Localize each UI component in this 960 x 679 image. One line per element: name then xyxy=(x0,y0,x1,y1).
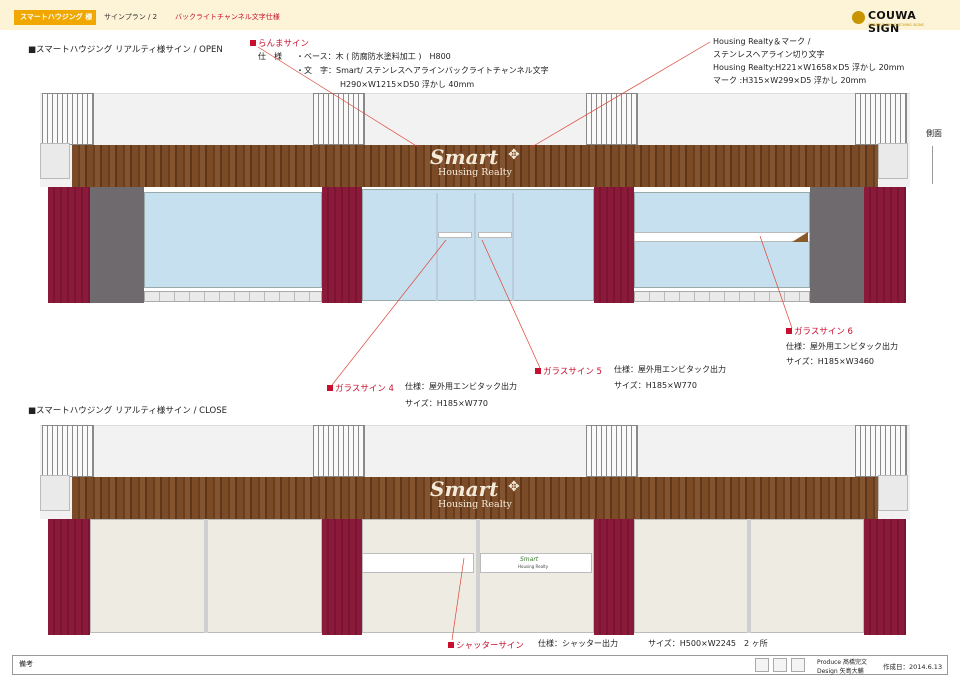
burgundy-column xyxy=(864,187,906,303)
close-facade: Smart Housing Realty Smart ✥ Housing Rea… xyxy=(40,425,910,635)
open-section-title: ■スマートハウジング リアルティ様サイン / OPEN xyxy=(28,45,223,55)
glass-sign-6 xyxy=(634,232,810,242)
glass-sign-4-label: ガラスサイン 4 xyxy=(327,382,394,394)
glass-sign-4-spec: 仕様：屋外用エンビタック出力 xyxy=(405,382,517,391)
shutter-sign-label: シャッターサイン xyxy=(448,639,524,651)
shutter-sign xyxy=(480,553,592,573)
burgundy-column xyxy=(48,519,90,635)
shutter-sign-housing: Housing Realty xyxy=(518,564,549,569)
leader-line xyxy=(759,235,793,329)
glass-sign-5-label: ガラスサイン 5 xyxy=(535,365,602,377)
burgundy-column xyxy=(48,187,90,303)
close-section-title: ■スマートハウジング リアルティ様サイン / CLOSE xyxy=(28,406,227,416)
created-date: 作成日：2014.6.13 xyxy=(883,663,943,671)
window-base xyxy=(634,291,810,302)
ranma-wood-panel xyxy=(72,145,878,187)
ranma-spec-text: ・文 字：Smart/ ステンレスヘアラインバックライトチャンネル文字 xyxy=(296,66,549,75)
plan-description: バックライトチャンネル文字仕様 xyxy=(175,13,280,21)
louver-vent xyxy=(855,93,907,145)
leader-line xyxy=(331,239,447,386)
logo-tagline: CREATIVE EYE-CATCHING SIGNS xyxy=(868,23,924,27)
approval-stamp-box xyxy=(773,658,787,672)
shutter-sign xyxy=(362,553,474,573)
leader-line xyxy=(529,41,711,149)
brand-mark-icon: ✥ xyxy=(508,479,520,495)
side-cap xyxy=(878,143,908,179)
hr-mark-line-4: マーク :H315×W299×D5 浮かし 20mm xyxy=(713,76,867,85)
glass-sign-6-size: サイズ：H185×W3460 xyxy=(786,357,875,366)
glass-sign-6-spec: 仕様：屋外用エンビタック出力 xyxy=(786,342,898,351)
ranma-spec-size: H290×W1215×D50 浮かし 40mm xyxy=(340,80,475,89)
title-bar: スマートハウジング 様 サインプラン / 2 バックライトチャンネル文字仕様 C… xyxy=(0,0,960,35)
gray-wall-panel xyxy=(90,187,144,303)
side-cap xyxy=(878,475,908,511)
louver-vent xyxy=(313,93,365,145)
shutter-post xyxy=(747,519,751,633)
plan-number: サインプラン / 2 xyxy=(104,13,158,21)
window-base xyxy=(144,291,322,302)
label-marker-icon xyxy=(535,368,541,374)
shutter-post xyxy=(204,519,208,633)
glass-sign-6-label: ガラスサイン 6 xyxy=(786,325,853,337)
smart-channel-letters: Smart xyxy=(430,145,499,169)
leader-line xyxy=(451,557,465,641)
shutter-sign-smart: Smart xyxy=(520,556,539,563)
glass-sign-5-size: サイズ：H185×W770 xyxy=(614,381,697,390)
housing-realty-letters: Housing Realty xyxy=(438,167,512,178)
company-logo: COUWA SIGN CREATIVE EYE-CATCHING SIGNS xyxy=(852,9,946,35)
approval-stamp-box xyxy=(755,658,769,672)
client-name: スマートハウジング 様 xyxy=(14,10,96,25)
door-frame xyxy=(436,193,514,301)
side-cap xyxy=(40,143,70,179)
ranma-spec-base: ・ベース：木 ( 防腐防水塗料加工 ) H800 xyxy=(296,52,451,61)
side-view-drawing xyxy=(932,146,936,184)
louver-vent xyxy=(42,93,94,145)
hr-mark-line-1: Housing Realty＆マーク / xyxy=(713,37,811,46)
glass-sign-5 xyxy=(478,232,512,238)
brand-mark-icon: ✥ xyxy=(508,147,520,163)
producer-credit: Produce 髙橋完文 Design 矢島大輔 xyxy=(817,659,868,675)
entrance-glass xyxy=(362,189,594,301)
door-divider xyxy=(474,193,476,301)
shutter-sign-size: サイズ：H500×W2245 2 ヶ所 xyxy=(648,639,768,648)
side-view-label: 側面 xyxy=(926,129,942,138)
burgundy-column xyxy=(322,519,362,635)
label-marker-icon xyxy=(327,385,333,391)
hr-mark-line-2: ステンレスヘアライン切り文字 xyxy=(713,50,825,59)
shutter-sign-spec: 仕様：シャッター出力 xyxy=(538,639,618,648)
ranma-sign-label: らんまサイン xyxy=(250,37,309,49)
leader-line xyxy=(481,239,541,369)
glass-sign-4-size: サイズ：H185×W770 xyxy=(405,399,488,408)
glass-sign-4 xyxy=(438,232,472,238)
burgundy-column xyxy=(594,519,634,635)
burgundy-column xyxy=(322,187,362,303)
label-marker-icon xyxy=(250,40,256,46)
logo-text: COUWA SIGN xyxy=(868,9,917,35)
gray-wall-panel xyxy=(810,187,864,303)
remarks-label: 備考 xyxy=(19,660,33,668)
logo-mark-icon xyxy=(852,11,865,24)
approval-stamp-box xyxy=(791,658,805,672)
side-cap xyxy=(40,475,70,511)
glass-window xyxy=(144,192,322,288)
leader-line xyxy=(257,46,419,148)
smart-channel-letters: Smart xyxy=(430,477,499,501)
shutter-post xyxy=(476,519,480,633)
glass-sign-6-mark xyxy=(792,232,808,242)
glass-sign-5-spec: 仕様：屋外用エンビタック出力 xyxy=(614,365,726,374)
label-marker-icon xyxy=(786,328,792,334)
hr-mark-line-3: Housing Realty:H221×W1658×D5 浮かし 20mm xyxy=(713,63,905,72)
housing-realty-letters: Housing Realty xyxy=(438,499,512,510)
footer-title-block: 備考 Produce 髙橋完文 Design 矢島大輔 作成日：2014.6.1… xyxy=(12,655,948,675)
open-facade: Smart ✥ Housing Realty xyxy=(40,93,910,303)
ranma-spec-head: 仕 様 xyxy=(258,52,282,61)
louver-vent xyxy=(586,93,638,145)
ranma-wood-panel xyxy=(72,477,878,519)
burgundy-column xyxy=(864,519,906,635)
label-marker-icon xyxy=(448,642,454,648)
louver-vent xyxy=(313,425,365,477)
louver-vent xyxy=(586,425,638,477)
burgundy-column xyxy=(594,187,634,303)
